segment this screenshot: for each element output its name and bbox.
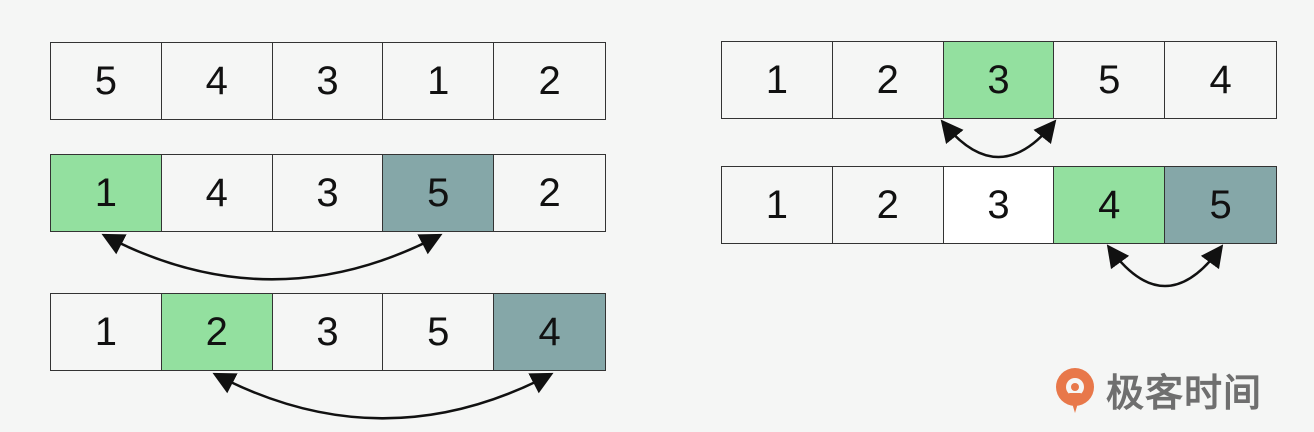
array-cell: 1 (51, 294, 162, 370)
array-cell: 4 (161, 43, 273, 119)
array-cell: 4 (1054, 167, 1166, 243)
array-cell: 3 (272, 43, 384, 119)
swap-arrow (212, 372, 554, 420)
array-cell: 1 (722, 42, 833, 118)
swap-arrow (101, 233, 443, 281)
array-cell: 2 (494, 43, 605, 119)
array-cell: 2 (832, 42, 944, 118)
array-cell: 5 (1165, 167, 1276, 243)
array-cell: 4 (161, 155, 273, 231)
geektime-logo-text: 极客时间 (1106, 371, 1263, 415)
array-cell: 5 (383, 155, 495, 231)
array-cell: 5 (51, 43, 162, 119)
array-cell: 3 (943, 167, 1055, 243)
geektime-logo-icon (1056, 367, 1094, 413)
array-cell: 2 (161, 294, 273, 370)
array-cell: 1 (722, 167, 833, 243)
array-cell: 2 (494, 155, 605, 231)
array-cell: 3 (272, 294, 384, 370)
array-cell: 2 (832, 167, 944, 243)
array-cell: 4 (1165, 42, 1276, 118)
array-cell: 1 (383, 43, 495, 119)
array-cell: 3 (272, 155, 384, 231)
swap-arrow (1106, 244, 1224, 288)
array-cell: 5 (1054, 42, 1166, 118)
geektime-logo: 极客时间 (1052, 362, 1262, 417)
array-cell: 5 (383, 294, 495, 370)
swap-arrow (940, 119, 1057, 159)
array-cell: 4 (494, 294, 605, 370)
array-cell: 1 (51, 155, 162, 231)
array-cell: 3 (943, 42, 1055, 118)
